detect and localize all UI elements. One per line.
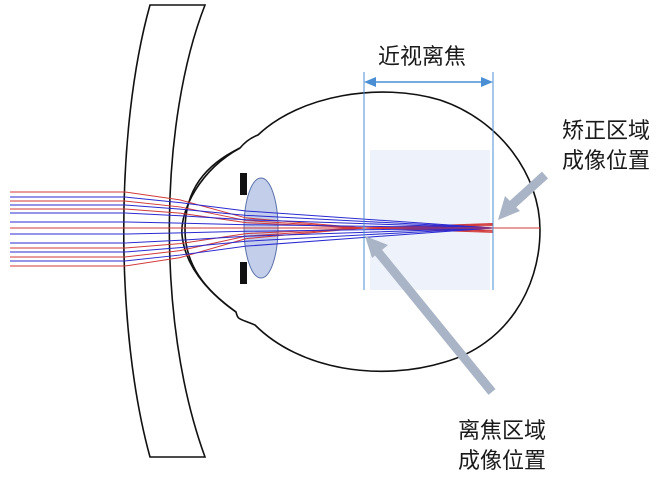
- defocus-zone-pointer-arrow: [365, 236, 496, 395]
- blue-ray-3: [10, 212, 494, 229]
- cornea: [181, 147, 241, 313]
- defocus-distance-arrow: [364, 77, 493, 87]
- myopia-defocus-label: 近视离焦: [378, 45, 467, 70]
- correction-zone-pointer-arrow: [498, 171, 549, 220]
- blue-ray-8: [10, 227, 494, 262]
- blue-ray-6: [10, 227, 494, 244]
- correction-zone-label-line1: 矫正区域: [562, 119, 651, 144]
- defocus-zone-label-line2: 成像位置: [458, 449, 547, 474]
- blue-ray-7: [10, 227, 494, 253]
- blue-ray-2: [10, 204, 494, 229]
- blue-ray-4: [10, 221, 494, 229]
- blue-ray-1: [10, 196, 494, 229]
- defocus-zone-label-line1: 离焦区域: [458, 419, 547, 444]
- blue-ray-5: [10, 227, 494, 235]
- red-ray-6: [10, 222, 494, 267]
- corrective-lens: [122, 4, 207, 458]
- correction-zone-label-line2: 成像位置: [562, 149, 651, 174]
- iris-bottom: [240, 262, 247, 284]
- light-rays: [10, 191, 540, 267]
- iris-top: [240, 173, 247, 195]
